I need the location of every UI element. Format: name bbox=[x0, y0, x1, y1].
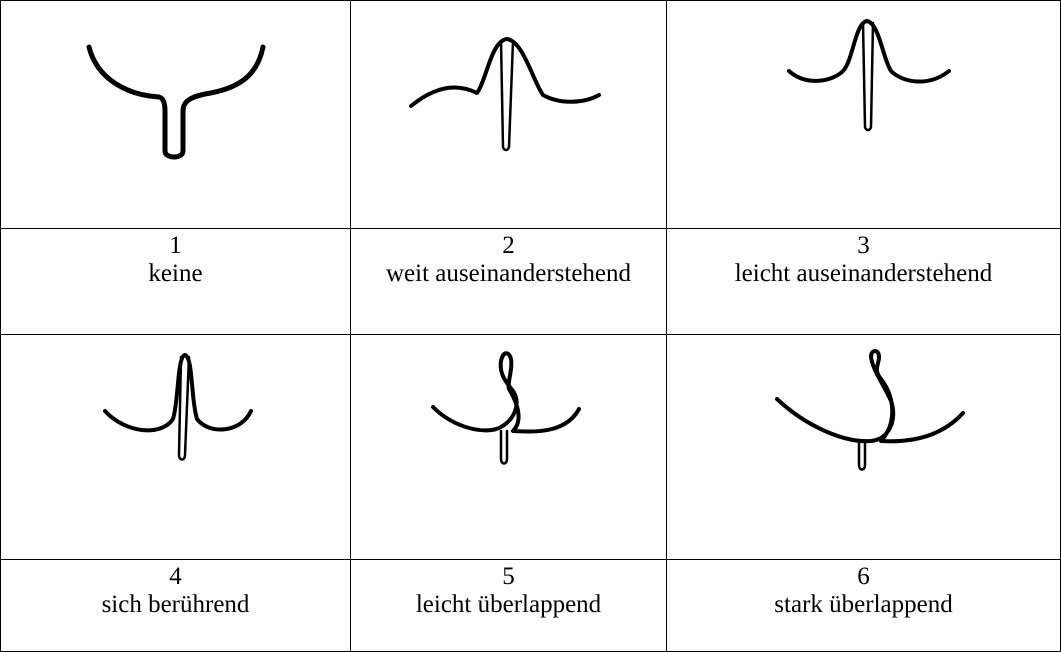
image-cell-2 bbox=[350, 0, 667, 229]
caption-cell-1: 1 keine bbox=[0, 228, 351, 335]
image-cell-4 bbox=[0, 334, 351, 560]
strongly-overlapping-shape-icon bbox=[775, 349, 965, 471]
touching-shape-icon bbox=[103, 353, 253, 461]
image-cell-6 bbox=[666, 334, 1061, 560]
image-cell-5 bbox=[350, 334, 667, 560]
caption-cell-4: 4 sich berührend bbox=[0, 559, 351, 652]
item-number: 4 bbox=[169, 563, 182, 590]
item-label: weit auseinanderstehend bbox=[385, 260, 632, 287]
no-overlap-shape-icon bbox=[86, 44, 266, 160]
caption-cell-2: 2 weit auseinanderstehend bbox=[350, 228, 667, 335]
item-number: 3 bbox=[857, 232, 870, 259]
slightly-overlapping-shape-icon bbox=[431, 351, 581, 465]
caption-cell-6: 6 stark überlappend bbox=[666, 559, 1061, 652]
image-cell-1 bbox=[0, 0, 351, 229]
item-number: 2 bbox=[502, 232, 515, 259]
item-label: sich berührend bbox=[101, 591, 250, 618]
item-number: 6 bbox=[857, 563, 870, 590]
item-label: leicht auseinanderstehend bbox=[734, 260, 993, 287]
caption-cell-3: 3 leicht auseinanderstehend bbox=[666, 228, 1061, 335]
item-number: 1 bbox=[169, 232, 182, 259]
item-label: stark überlappend bbox=[774, 591, 953, 618]
item-label: keine bbox=[148, 260, 203, 287]
caption-cell-5: 5 leicht überlappend bbox=[350, 559, 667, 652]
item-label: leicht überlappend bbox=[415, 591, 602, 618]
image-cell-3 bbox=[666, 0, 1061, 229]
slightly-apart-shape-icon bbox=[787, 19, 951, 132]
item-number: 5 bbox=[502, 563, 515, 590]
wide-apart-shape-icon bbox=[409, 37, 601, 152]
